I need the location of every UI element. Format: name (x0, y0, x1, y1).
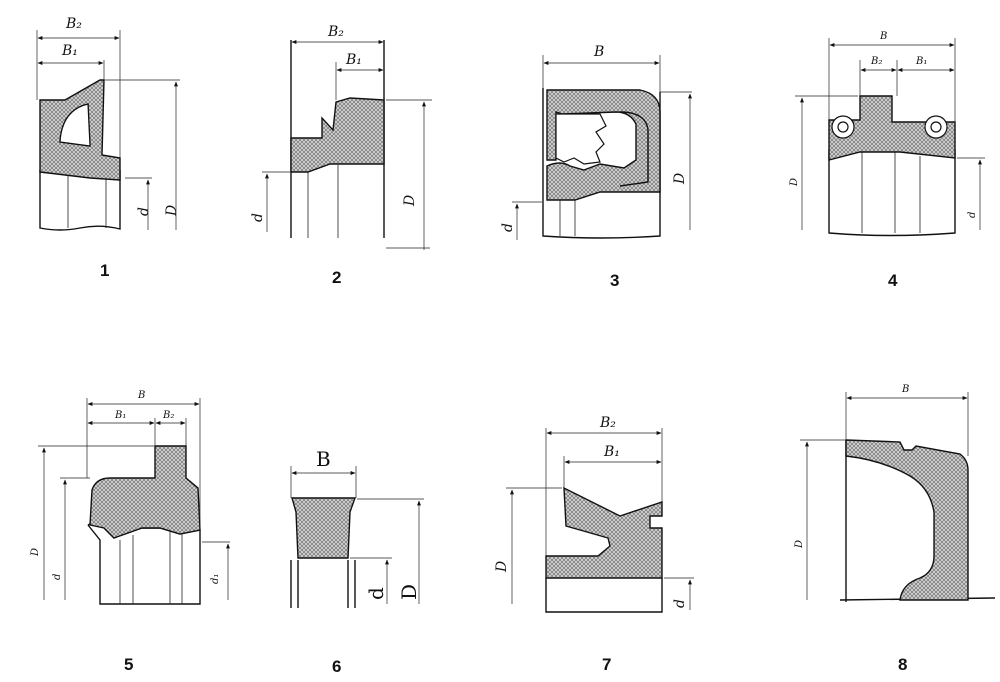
figure-1-label-b2: B₂ (65, 16, 82, 32)
figure-5: B B₁ B₂ D d d₁ 5 (30, 390, 230, 674)
figure-1-dimensions (36, 30, 180, 230)
figure-2-label-b1: B₁ (345, 52, 362, 68)
figure-3-label-b: B (593, 44, 604, 60)
figure-6-label-d-outer: D (397, 584, 421, 600)
figure-4-label-d-outer: D (789, 178, 800, 187)
figure-5-label-d1: d₁ (210, 574, 221, 584)
figure-8-seal-profile (845, 439, 969, 601)
figure-2-seal-profile (290, 97, 385, 173)
figure-6-housing (290, 560, 356, 608)
figure-7-label-b2: B₂ (599, 415, 616, 431)
figure-7-dimensions (506, 428, 694, 610)
figure-6-label-b: B (316, 447, 331, 471)
figure-5-dimensions (38, 398, 230, 600)
figure-3-dimensions (512, 55, 692, 240)
figure-4-number: 4 (888, 271, 898, 290)
figure-3: B D d 3 (500, 44, 692, 290)
figure-6-label-d-inner: d (364, 587, 388, 600)
figure-7-label-d-outer: D (494, 561, 510, 573)
figure-7-housing (545, 578, 663, 613)
figure-6-seal-profile (291, 497, 356, 559)
figure-5-label-b2: B₂ (162, 410, 174, 421)
figure-7-seal-profile (545, 486, 663, 579)
figure-6-number: 6 (332, 657, 341, 676)
figure-4-garter-springs (831, 115, 948, 139)
figure-4-housing (828, 150, 956, 237)
figure-1-label-d-outer: D (164, 205, 180, 217)
figure-5-seal-profile (89, 445, 201, 539)
figure-8-label-d-outer: D (794, 540, 805, 549)
figure-8-label-b: B (901, 384, 909, 395)
figure-2-label-d-inner: d (250, 213, 266, 222)
figure-8-dimensions (800, 392, 969, 600)
figure-5-number: 5 (124, 655, 133, 674)
figure-7-number: 7 (602, 655, 611, 674)
figure-8: B D 8 (794, 384, 996, 674)
figure-7-label-b1: B₁ (603, 444, 620, 460)
figure-3-number: 3 (610, 271, 619, 290)
figure-5-label-b1: B₁ (114, 410, 126, 421)
figure-5-label-d-outer: D (30, 548, 41, 557)
figure-3-label-d-inner: d (500, 223, 516, 232)
figure-4-label-b: B (879, 31, 887, 42)
figure-2-number: 2 (332, 268, 341, 287)
figure-1-number: 1 (100, 261, 109, 280)
figure-6-dimensions (290, 466, 424, 604)
figure-3-label-d-outer: D (672, 173, 688, 185)
figure-2-label-b2: B₂ (327, 24, 344, 40)
figure-5-housing (87, 522, 201, 605)
figure-3-housing (542, 88, 661, 239)
figure-5-label-d-inner: d (52, 574, 63, 580)
figure-6: B d D 6 (290, 447, 424, 676)
figure-4-dimensions (795, 38, 985, 230)
figure-1: B₂ B₁ d D 1 (36, 16, 180, 280)
figure-1-label-d-inner: d (136, 207, 152, 216)
figure-2-label-d-outer: D (402, 195, 418, 207)
figure-7: B₂ B₁ D d 7 (494, 415, 694, 674)
figure-8-number: 8 (898, 655, 907, 674)
figure-5-label-b: B (137, 390, 145, 401)
figure-4: B B₂ B₁ D d 4 (789, 31, 985, 290)
figure-4-label-b1: B₁ (915, 56, 927, 67)
figure-4-label-b2: B₂ (870, 56, 882, 67)
figure-7-label-d-inner: d (672, 599, 688, 608)
figure-2: B₂ B₁ d D 2 (250, 24, 432, 287)
figure-2-dimensions (262, 40, 432, 250)
figure-4-label-d-inner: d (967, 212, 978, 218)
figure-1-label-b1: B₁ (61, 43, 78, 59)
